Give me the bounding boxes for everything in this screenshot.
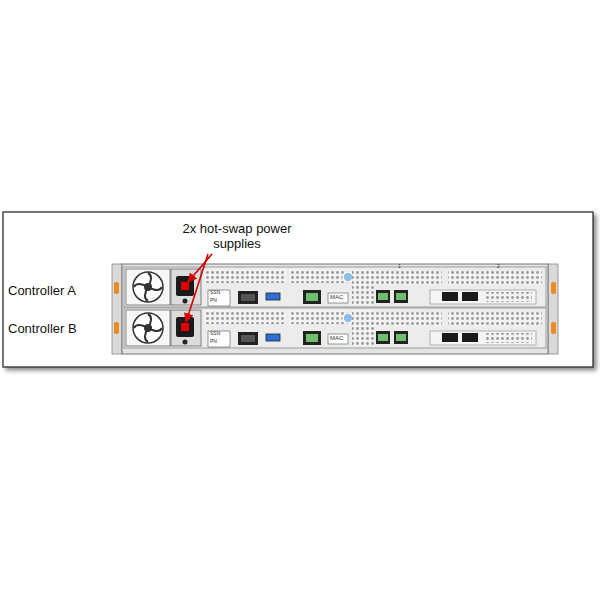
leader-arrow	[186, 254, 208, 322]
controller-label: Controller A	[8, 284, 76, 299]
port-tag-text: MAC	[330, 335, 343, 342]
port-tag-text: MAC	[330, 294, 343, 301]
slot-number: 2	[497, 264, 500, 270]
port-tag-text: PN	[210, 298, 217, 304]
callout-title: 2x hot-swap power supplies	[177, 222, 297, 252]
port-tag-text: SSN	[210, 290, 220, 296]
controller-a-unit	[124, 267, 546, 307]
port-tag-text: SSN	[210, 331, 220, 337]
port-tag-text: PN	[210, 339, 217, 345]
frame	[3, 212, 593, 367]
controller-label: Controller B	[8, 322, 77, 337]
slot-number: 1	[398, 264, 401, 270]
